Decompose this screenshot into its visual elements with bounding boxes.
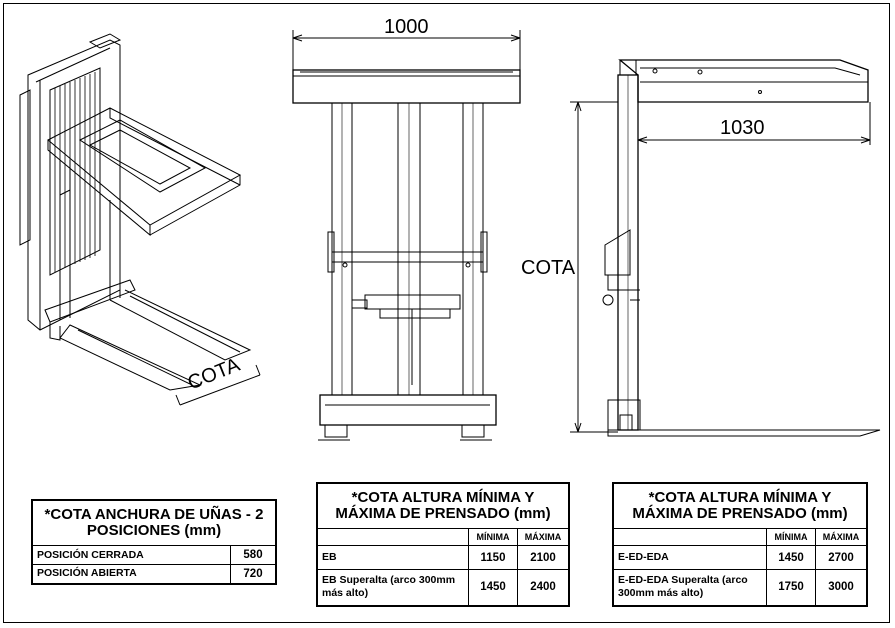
eb-max-head: MÁXIMA bbox=[517, 528, 570, 546]
closed-position-value: 580 bbox=[230, 545, 277, 565]
eb-superalta-min: 1450 bbox=[468, 569, 518, 606]
eb-min-head: MÍNIMA bbox=[468, 528, 518, 546]
side-view bbox=[570, 59, 881, 437]
eda-row-min: 1450 bbox=[766, 545, 816, 570]
front-view bbox=[292, 30, 521, 441]
eb-row-min: 1150 bbox=[468, 545, 518, 570]
eb-row-max: 2100 bbox=[517, 545, 570, 570]
eda-table-title: *COTA ALTURA MÍNIMA Y MÁXIMA DE PRENSADO… bbox=[612, 482, 868, 529]
fork-width-title: *COTA ANCHURA DE UÑAS - 2 POSICIONES (mm… bbox=[31, 499, 277, 546]
drawing-frame bbox=[3, 3, 890, 623]
eda-row-label: E-ED-EDA bbox=[612, 545, 767, 570]
eda-max-head: MÁXIMA bbox=[815, 528, 868, 546]
closed-position-label: POSICIÓN CERRADA bbox=[31, 545, 231, 565]
eb-superalta-label: EB Superalta (arco 300mm más alto) bbox=[316, 569, 469, 606]
fork-width-table: *COTA ANCHURA DE UÑAS - 2 POSICIONES (mm… bbox=[31, 499, 277, 585]
eda-superalta-max: 3000 bbox=[815, 569, 868, 606]
eda-press-height-table: *COTA ALTURA MÍNIMA Y MÁXIMA DE PRENSADO… bbox=[612, 482, 868, 607]
eda-superalta-min: 1750 bbox=[766, 569, 816, 606]
eda-min-head: MÍNIMA bbox=[766, 528, 816, 546]
eda-blank-head bbox=[612, 528, 767, 546]
open-position-label: POSICIÓN ABIERTA bbox=[31, 564, 231, 584]
eb-table-title: *COTA ALTURA MÍNIMA Y MÁXIMA DE PRENSADO… bbox=[316, 482, 570, 529]
side-depth-dimension: 1030 bbox=[720, 117, 765, 139]
eb-blank-head bbox=[316, 528, 469, 546]
eda-row-max: 2700 bbox=[815, 545, 868, 570]
eb-superalta-max: 2400 bbox=[517, 569, 570, 606]
eda-superalta-label: E-ED-EDA Superalta (arco 300mm más alto) bbox=[612, 569, 767, 606]
isometric-view bbox=[19, 33, 261, 406]
eb-row-label: EB bbox=[316, 545, 469, 570]
eb-press-height-table: *COTA ALTURA MÍNIMA Y MÁXIMA DE PRENSADO… bbox=[316, 482, 570, 607]
open-position-value: 720 bbox=[230, 564, 277, 584]
top-width-dimension: 1000 bbox=[384, 16, 429, 38]
side-height-dimension: COTA bbox=[521, 257, 576, 279]
